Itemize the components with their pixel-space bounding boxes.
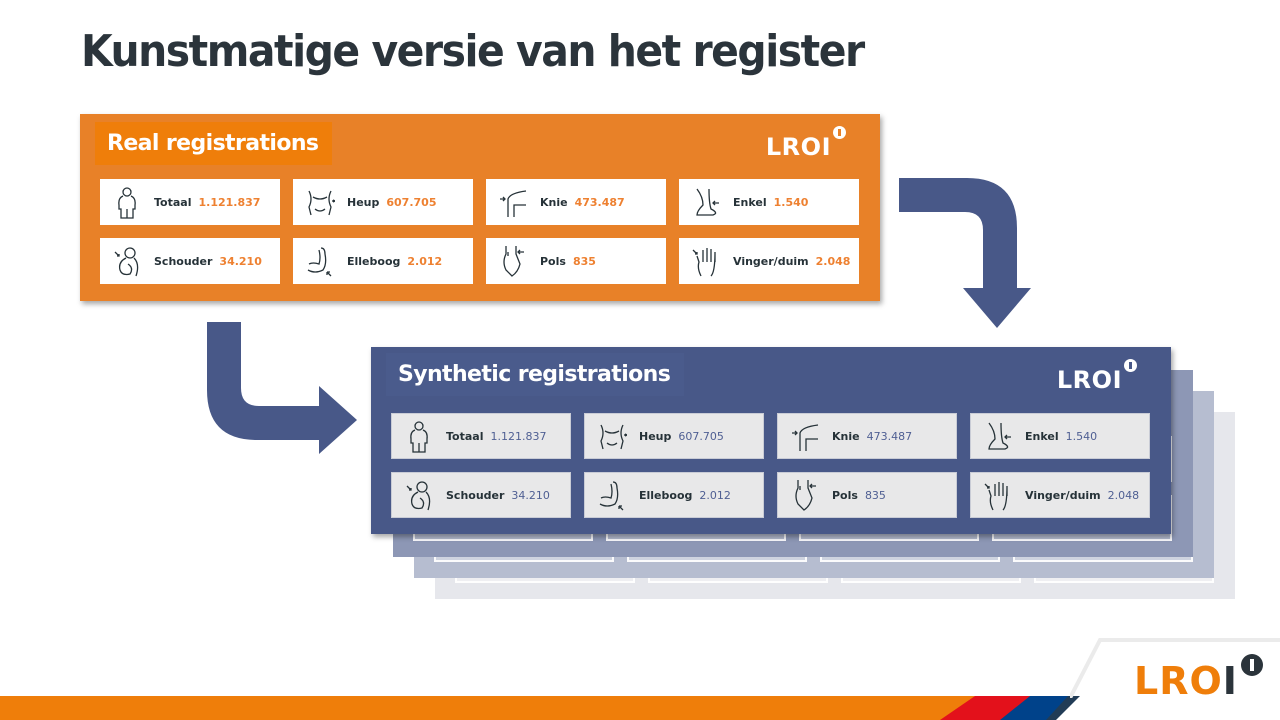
stat-card-elleboog: Elleboog 2.012: [584, 472, 764, 518]
shoulder-icon: [112, 244, 142, 278]
slide-title: Kunstmatige versie van het register: [81, 26, 865, 77]
stat-label: Vinger/duim: [733, 254, 809, 268]
synthetic-panel-header: Synthetic registrations: [386, 353, 685, 396]
finger-icon: [691, 244, 721, 278]
stat-label: Totaal: [154, 195, 192, 209]
stat-value: 34.210: [511, 488, 550, 502]
knee-icon: [498, 185, 528, 219]
person-body-icon: [112, 185, 142, 219]
tree-badge-icon: [1124, 359, 1137, 372]
stat-label: Heup: [639, 429, 672, 443]
curved-arrow-right-down-icon: [899, 178, 1031, 328]
footer-stripe-bar: [0, 696, 1080, 720]
footer-lroi-logo: LROI: [1134, 654, 1263, 708]
real-stats-grid: Totaal 1.121.837 Heup 607.705 Knie 473.487 Enk…: [100, 179, 859, 284]
stat-card-knie: Knie 473.487: [777, 413, 957, 459]
hip-icon: [597, 419, 627, 453]
stat-value: 835: [572, 254, 596, 268]
stat-value: 1.540: [773, 195, 809, 209]
stat-label: Elleboog: [639, 488, 693, 502]
stat-card-vinger-duim: Vinger/duim 2.048: [679, 238, 859, 284]
stat-value: 473.487: [866, 429, 913, 443]
stat-label: Schouder: [446, 488, 505, 502]
finger-icon: [983, 478, 1013, 512]
real-panel-logo: LROI: [765, 126, 846, 162]
hip-icon: [305, 185, 335, 219]
elbow-icon: [305, 244, 335, 278]
logo-text: LROI: [1056, 366, 1122, 394]
stat-card-knie: Knie 473.487: [486, 179, 666, 225]
real-panel-header: Real registrations: [95, 122, 333, 165]
ankle-icon: [983, 419, 1013, 453]
tree-badge-icon: [1240, 654, 1263, 676]
shoulder-icon: [404, 478, 434, 512]
stat-label: Knie: [540, 195, 568, 209]
stat-value: 34.210: [219, 254, 262, 268]
stat-card-pols: Pols 835: [777, 472, 957, 518]
stat-value: 835: [864, 488, 886, 502]
tree-badge-icon: [833, 126, 846, 139]
footer-diagonal-line: [1070, 638, 1280, 698]
stat-value: 1.540: [1065, 429, 1098, 443]
stat-value: 2.012: [407, 254, 443, 268]
stat-value: 2.048: [815, 254, 851, 268]
stat-card-heup: Heup 607.705: [293, 179, 473, 225]
stat-card-totaal: Totaal 1.121.837: [100, 179, 280, 225]
stat-card-schouder: Schouder 34.210: [391, 472, 571, 518]
stat-label: Knie: [832, 429, 860, 443]
stat-label: Pols: [832, 488, 858, 502]
ankle-icon: [691, 185, 721, 219]
synthetic-stats-grid: Totaal 1.121.837 Heup 607.705 Knie 473.487 Enk…: [391, 413, 1150, 518]
stat-value: 2.012: [699, 488, 731, 502]
footer-logo-lro: LRO: [1134, 659, 1223, 703]
stat-label: Elleboog: [347, 254, 401, 268]
stat-card-heup: Heup 607.705: [584, 413, 764, 459]
stat-value: 1.121.837: [198, 195, 261, 209]
stat-card-schouder: Schouder 34.210: [100, 238, 280, 284]
logo-text: LROI: [765, 133, 831, 161]
real-registrations-panel: Real registrations LROI Totaal 1.121.837 H…: [80, 114, 880, 301]
curved-arrow-down-right-icon: [207, 322, 357, 454]
stat-label: Pols: [540, 254, 566, 268]
wrist-icon: [498, 244, 528, 278]
stat-card-elleboog: Elleboog 2.012: [293, 238, 473, 284]
knee-icon: [790, 419, 820, 453]
stat-label: Vinger/duim: [1025, 488, 1101, 502]
stat-value: 607.705: [386, 195, 437, 209]
stat-card-pols: Pols 835: [486, 238, 666, 284]
stat-card-vinger-duim: Vinger/duim 2.048: [970, 472, 1150, 518]
stat-label: Heup: [347, 195, 380, 209]
stat-label: Totaal: [446, 429, 484, 443]
stat-card-totaal: Totaal 1.121.837: [391, 413, 571, 459]
stat-label: Enkel: [1025, 429, 1059, 443]
synthetic-panel-logo: LROI: [1056, 359, 1137, 395]
synthetic-registrations-panel: Synthetic registrations LROI Totaal 1.121…: [371, 347, 1171, 534]
stat-value: 1.121.837: [490, 429, 547, 443]
person-body-icon: [404, 419, 434, 453]
stat-value: 2.048: [1107, 488, 1140, 502]
stat-card-enkel: Enkel 1.540: [679, 179, 859, 225]
stat-label: Schouder: [154, 254, 213, 268]
stat-label: Enkel: [733, 195, 767, 209]
wrist-icon: [790, 478, 820, 512]
stat-value: 607.705: [678, 429, 724, 443]
footer-logo-i: I: [1222, 659, 1238, 703]
stat-card-enkel: Enkel 1.540: [970, 413, 1150, 459]
footer-logo-text: LROI: [1134, 654, 1238, 708]
elbow-icon: [597, 478, 627, 512]
stat-value: 473.487: [574, 195, 625, 209]
